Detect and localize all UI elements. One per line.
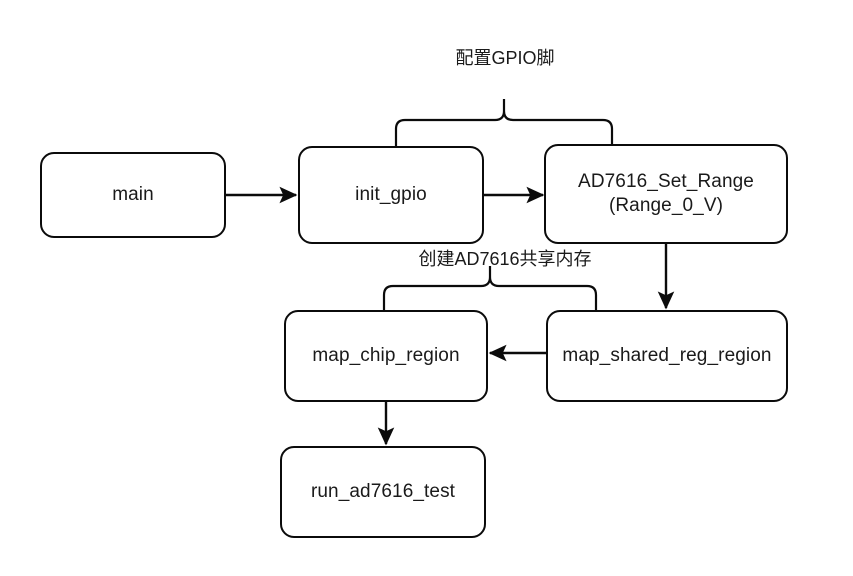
node-main-label: main [112, 183, 154, 205]
group-label-create-shared-memory: 创建AD7616共享内存 [418, 249, 592, 269]
node-map-shared-reg-region-label: map_shared_reg_region [562, 344, 772, 366]
group-label-configure-gpio: 配置GPIO脚 [455, 48, 555, 68]
brace-configure-gpio [394, 109, 614, 148]
node-ad7616-set-range-label: AD7616_Set_Range (Range_0_V) [578, 170, 754, 216]
node-init-gpio-label: init_gpio [355, 183, 427, 205]
node-run-ad7616-test[interactable]: run_ad7616_test [280, 446, 486, 538]
node-main[interactable]: main [40, 152, 226, 238]
node-map-chip-region-label: map_chip_region [312, 344, 460, 366]
node-init-gpio[interactable]: init_gpio [298, 146, 484, 244]
node-ad7616-set-range[interactable]: AD7616_Set_Range (Range_0_V) [544, 144, 788, 244]
node-map-chip-region[interactable]: map_chip_region [284, 310, 488, 402]
brace-create-shm [382, 275, 598, 314]
node-map-shared-reg-region[interactable]: map_shared_reg_region [546, 310, 788, 402]
node-run-ad7616-test-label: run_ad7616_test [310, 480, 456, 502]
